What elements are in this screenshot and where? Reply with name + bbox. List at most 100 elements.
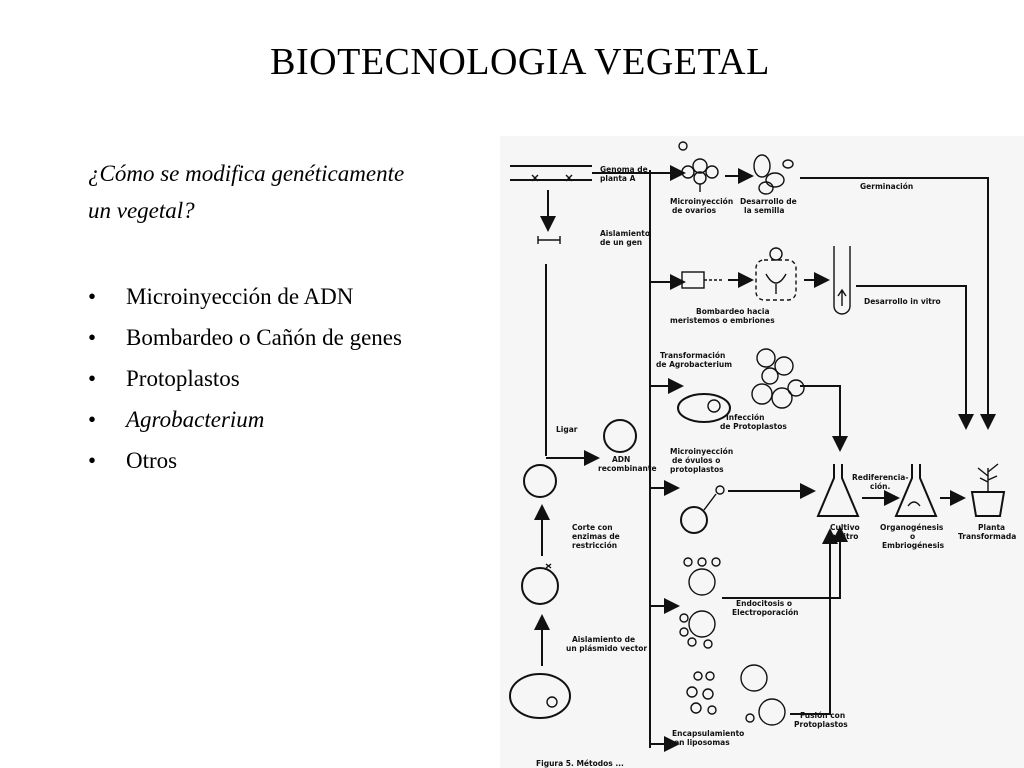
label-plasmid-1: Aislamiento de xyxy=(572,635,635,644)
bullet-icon: • xyxy=(88,448,97,473)
label-recombinant-2: recombinante xyxy=(598,464,657,473)
label-fusion-1: Fusión con xyxy=(800,711,845,720)
label-microinj-1: Microinyección xyxy=(670,447,733,456)
list-item-label: Otros xyxy=(126,448,178,473)
label-plant-1: Planta xyxy=(978,523,1005,532)
plasmid-small-icon xyxy=(546,696,558,708)
label-isolation-2: de un gen xyxy=(600,238,642,247)
label-organo-1: Organogénesis xyxy=(880,523,944,532)
embryo-icon xyxy=(755,247,797,301)
label-seed-2: la semilla xyxy=(744,206,784,215)
label-cut-3: restricción xyxy=(572,541,617,550)
label-fusion-2: Protoplastos xyxy=(794,720,848,729)
question-text: ¿Cómo se modifica genéticamente un veget… xyxy=(88,155,508,229)
needle-tip-icon xyxy=(715,485,725,495)
question-line-1: ¿Cómo se modifica genéticamente xyxy=(88,161,405,186)
label-cut-1: Corte con xyxy=(572,523,613,532)
label-isolation-1: Aislamiento xyxy=(600,229,650,238)
list-item: • Agrobacterium xyxy=(88,399,402,440)
label-lipo-1: Encapsulamiento xyxy=(672,729,744,738)
arrow-in-vitro-development xyxy=(856,285,974,430)
label-infection-2: de Protoplastos xyxy=(720,422,787,431)
genome-strands xyxy=(510,165,592,182)
label-endo-1: Endocitosis o xyxy=(736,599,792,608)
label-lipo-2: en liposomas xyxy=(674,738,730,747)
label-germination: Germinación xyxy=(860,182,913,191)
label-bombard-1: Bombardeo hacia xyxy=(696,307,770,316)
restriction-mark-icon xyxy=(545,563,552,569)
label-microinj-3: protoplastos xyxy=(670,465,724,474)
label-transform-2: de Agrobacterium xyxy=(656,360,732,369)
label-rediff-2: ción. xyxy=(870,482,891,491)
agrobacterium-cluster-icon xyxy=(751,348,805,409)
bullet-icon: • xyxy=(88,366,97,391)
label-organo-3: Embriogénesis xyxy=(882,541,945,550)
list-item: • Otros xyxy=(88,440,402,481)
svg-text:Rediferencia-ción.: Rediferencia-ción. xyxy=(852,473,908,491)
label-cut-2: enzimas de xyxy=(572,532,620,541)
list-item-label: Agrobacterium xyxy=(126,407,265,432)
arrow-germination xyxy=(800,177,996,430)
endocytosis-cells-icon xyxy=(679,557,721,649)
agrobacterium-cell-icon xyxy=(677,393,731,423)
organogenesis-flask-icon xyxy=(894,464,938,517)
plasmid-ti-icon xyxy=(707,399,721,413)
micro-needle-icon xyxy=(703,493,717,511)
label-ovary-1: Microinyección xyxy=(670,197,733,206)
gene-gun-icon xyxy=(681,271,722,289)
label-plasmid-2: un plásmido vector xyxy=(566,644,647,653)
list-item: • Protoplastos xyxy=(88,358,402,399)
label-microinj-2: de óvulos o xyxy=(672,456,720,465)
label-figure-caption: Figura 5. Métodos ... xyxy=(536,759,624,768)
plant-pot-icon xyxy=(970,463,1006,517)
test-tube-icon xyxy=(833,246,851,315)
arrow-electroporation xyxy=(722,526,848,599)
label-recombinant-1: ADN xyxy=(612,455,630,464)
label-bombard-2: meristemos o embriones xyxy=(670,316,775,325)
bullet-icon: • xyxy=(88,284,97,309)
arrow-fusion xyxy=(790,528,838,715)
isolated-gene-icon xyxy=(537,236,561,244)
bullet-icon: • xyxy=(88,325,97,350)
bullet-icon: • xyxy=(88,407,97,432)
label-organo-2: o xyxy=(910,532,915,541)
label-seed-1: Desarrollo de xyxy=(740,197,797,206)
arrow-protoplast-infection xyxy=(800,385,848,452)
label-infection-1: Infección xyxy=(726,413,764,422)
label-plant-2: Transformada xyxy=(958,532,1016,541)
methods-list: •Microinyección de ADN • Bombardeo o Cañó… xyxy=(88,276,402,481)
label-in-vitro-development: Desarrollo in vitro xyxy=(864,297,941,306)
label-culture-2: in vitro xyxy=(828,532,858,541)
bacterium-icon xyxy=(509,673,571,719)
label-rediff-1: Rediferencia- xyxy=(852,473,908,482)
list-item-label: Protoplastos xyxy=(126,366,240,391)
liposome-cells-icon xyxy=(686,664,786,726)
label-ovary-2: de ovarios xyxy=(672,206,717,215)
label-ligar: Ligar xyxy=(556,425,578,434)
plasmid-icon xyxy=(521,567,559,605)
label-genome-1: Genoma de xyxy=(600,165,648,174)
slide-title: BIOTECNOLOGIA VEGETAL xyxy=(270,41,770,83)
recombinant-dna-icon xyxy=(603,419,637,453)
label-culture-1: Cultivo xyxy=(830,523,860,532)
list-item-label: Bombardeo o Cañón de genes xyxy=(126,325,402,350)
question-line-2: un vegetal? xyxy=(88,198,195,223)
list-item: •Microinyección de ADN xyxy=(88,276,402,317)
